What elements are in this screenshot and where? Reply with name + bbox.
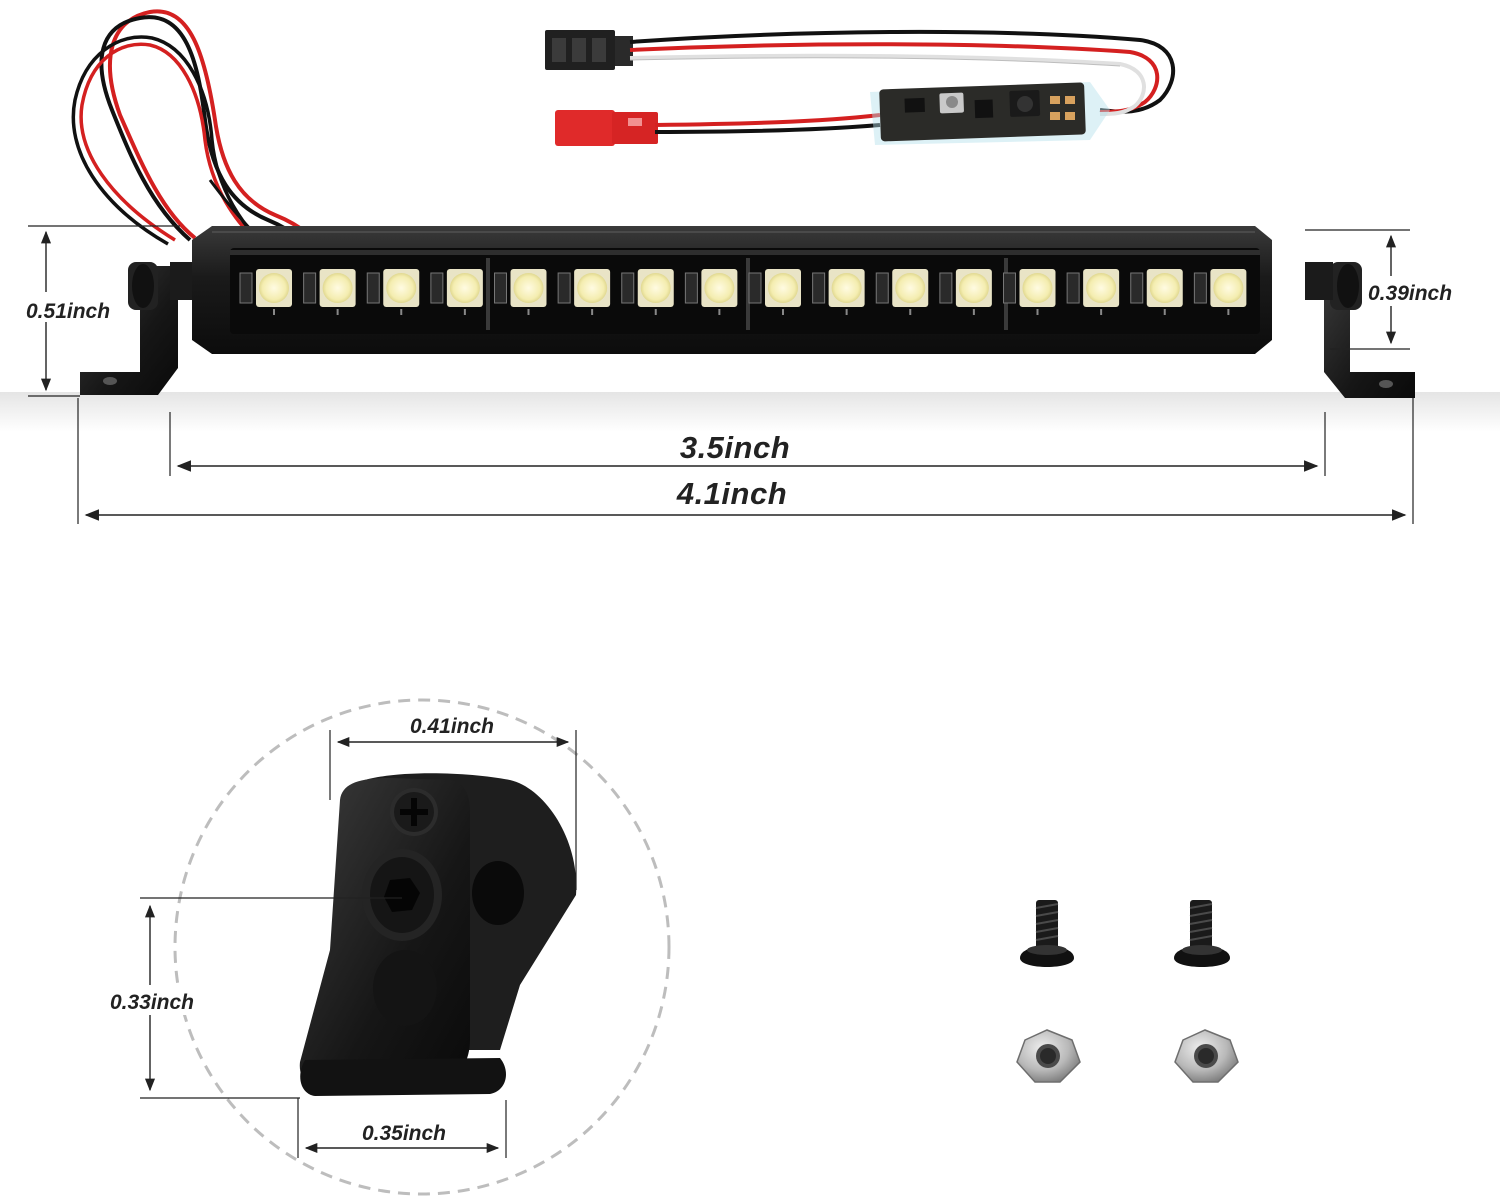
led-3 [449, 273, 480, 303]
mount-bracket-left [80, 262, 195, 395]
base-width-label: 0.35inch [362, 1122, 446, 1145]
led-11 [958, 273, 989, 303]
led-tab-8 [782, 309, 784, 315]
screw-right [1174, 900, 1230, 967]
resistor-14 [1130, 272, 1144, 304]
led-8 [768, 273, 798, 303]
led-tab-0 [273, 309, 275, 315]
led-tab-10 [909, 309, 912, 315]
led-15 [1213, 273, 1244, 303]
resistor-4 [494, 272, 507, 304]
bracket-detail-view: 0.41inch 0.33inch 0.35inch [108, 698, 671, 1196]
resistor-6 [621, 272, 635, 304]
controller-pcb [870, 82, 1110, 145]
resistor-12 [1003, 272, 1016, 304]
led-tab-3 [463, 309, 466, 315]
led-tab-6 [654, 309, 657, 315]
led-tab-9 [845, 309, 848, 315]
resistor-10 [875, 272, 889, 304]
overall-length-dimension: 4.1inch [77, 398, 1414, 524]
led-tab-4 [527, 309, 530, 315]
led-5 [577, 273, 608, 303]
bar-height-dimension: 0.51inch [20, 225, 180, 397]
hex-nut-right [1174, 1029, 1239, 1083]
resistor-0 [239, 272, 253, 304]
led-tab-12 [1036, 309, 1039, 315]
led-12 [1022, 273, 1053, 303]
led-tab-7 [718, 309, 721, 315]
led-tab-13 [1100, 309, 1103, 315]
resistor-3 [430, 272, 444, 304]
hex-nut-left [1016, 1029, 1081, 1083]
output-wire-black [654, 123, 881, 134]
resistor-2 [366, 272, 380, 304]
servo-wire-black [629, 29, 1175, 114]
servo-wire-red [629, 42, 1160, 114]
led-tab-5 [591, 309, 594, 315]
resistor-1 [303, 272, 317, 304]
inner-length-dimension: 3.5inch [169, 412, 1326, 476]
inner-length-label: 3.5inch [680, 430, 790, 465]
led-0 [259, 273, 289, 303]
screw-left [1020, 900, 1074, 967]
led-tab-11 [972, 309, 975, 315]
mount-bracket-right [1305, 262, 1415, 398]
led-tab-14 [1163, 309, 1166, 315]
overall-length-label: 4.1inch [676, 476, 787, 511]
led-13 [1086, 273, 1117, 303]
mounting-hole [472, 861, 524, 925]
led-10 [895, 273, 926, 303]
hole-height-label: 0.33inch [110, 991, 194, 1014]
lower-recess [373, 950, 437, 1026]
resistor-8 [748, 272, 762, 304]
resistor-5 [557, 272, 571, 304]
servo-wire-white [629, 53, 1146, 116]
resistor-11 [939, 272, 953, 304]
controller-module [545, 29, 1175, 146]
led-2 [386, 273, 417, 303]
hardware-set [1016, 900, 1239, 1083]
led-light-bar [0, 226, 1500, 432]
led-1 [322, 273, 353, 303]
led-row [239, 269, 1247, 315]
detail-circle [173, 698, 671, 1196]
jst-connector-output [555, 110, 658, 146]
led-tab-15 [1227, 309, 1230, 315]
servo-wire-white-shade [629, 57, 1121, 67]
servo-connector [545, 30, 633, 70]
hex-socket-bolt [362, 849, 442, 941]
led-9 [831, 273, 862, 303]
output-wire-red [654, 113, 881, 127]
resistor-9 [812, 272, 826, 304]
led-14 [1149, 273, 1180, 303]
bracket-detail-part [299, 773, 577, 1096]
lens-height-label: 0.39inch [1368, 282, 1452, 305]
bar-height-label: 0.51inch [26, 300, 110, 323]
led-tab-1 [336, 309, 339, 315]
bracket-width-label: 0.41inch [410, 715, 494, 738]
phillips-screw-head [390, 788, 438, 836]
led-4 [513, 273, 544, 303]
led-7 [704, 273, 735, 303]
led-tab-2 [400, 309, 403, 315]
lens-height-dimension: 0.39inch [1305, 229, 1452, 350]
resistor-15 [1193, 272, 1207, 304]
led-6 [640, 273, 671, 303]
resistor-13 [1066, 272, 1080, 304]
resistor-7 [684, 272, 698, 304]
